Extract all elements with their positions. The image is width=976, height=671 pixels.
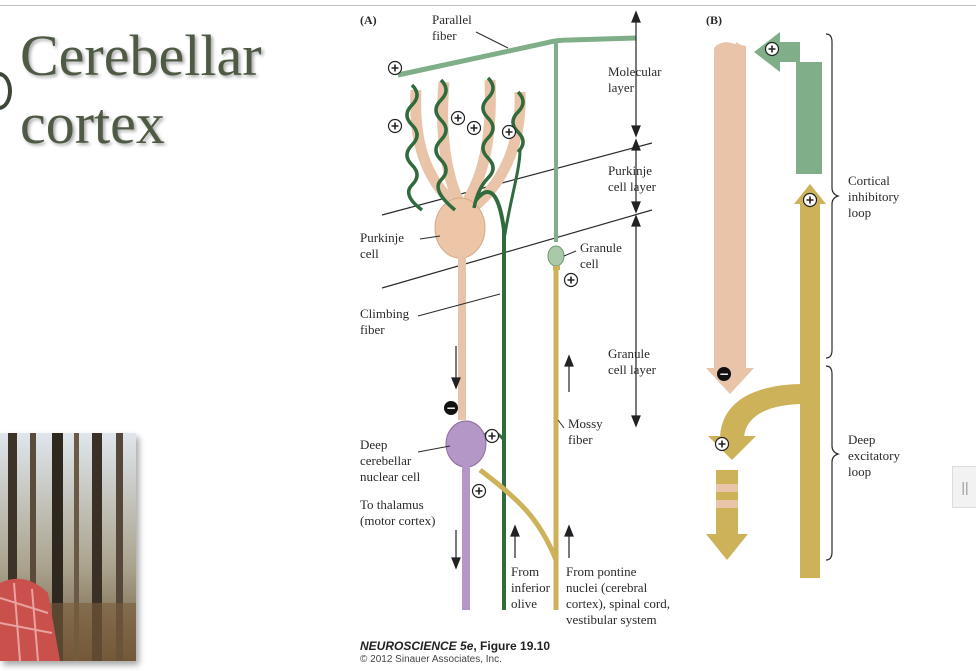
label-pontine-3: cortex), spinal cord, <box>566 596 670 611</box>
presenter-video[interactable] <box>0 433 136 661</box>
presenter-video-frame <box>0 433 136 661</box>
inhibitory-sign: − <box>446 401 456 415</box>
flow-arrows <box>451 10 641 570</box>
label-parallel-fiber-2: fiber <box>432 28 457 43</box>
label-deep-loop-1: Deep <box>848 432 875 447</box>
slide-title: Cerebellar cortex <box>20 22 262 158</box>
caption-book: NEUROSCIENCE 5e <box>360 639 474 653</box>
label-pontine-2: nuclei (cerebral <box>566 580 648 595</box>
label-thalamus-2: (motor cortex) <box>360 513 435 528</box>
panel-a-label: (A) <box>360 13 377 27</box>
top-divider <box>0 5 976 6</box>
label-granule-cell-1: Granule <box>580 240 622 255</box>
label-climbing-fiber-2: fiber <box>360 322 385 337</box>
figure-caption: NEUROSCIENCE 5e, Figure 19.10 © 2012 Sin… <box>360 639 550 667</box>
slide-title-line-2: cortex <box>20 91 165 156</box>
leader-lines <box>417 31 577 453</box>
label-mossy-fiber-1: Mossy <box>568 416 603 431</box>
label-granule-cell-2: cell <box>580 256 599 271</box>
caption-title: NEUROSCIENCE 5e, Figure 19.10 <box>360 639 550 653</box>
panel-b-inhibitory-sign: − <box>719 367 729 381</box>
deep-nuclear-cell <box>445 420 487 610</box>
deep-excitatory-loop <box>706 384 804 560</box>
label-inferior-olive-3: olive <box>511 596 537 611</box>
label-inferior-olive-1: From <box>511 564 539 579</box>
panel-b-label: (B) <box>706 13 722 27</box>
label-deep-nuclear-2: cerebellar <box>360 453 412 468</box>
label-granule-layer-1: Granule <box>608 346 650 361</box>
label-purkinje-layer-1: Purkinje <box>608 163 652 178</box>
label-deep-nuclear-1: Deep <box>360 437 387 452</box>
label-molecular-layer-2: layer <box>608 80 635 95</box>
label-purkinje-layer-2: cell layer <box>608 179 657 194</box>
label-mossy-fiber-2: fiber <box>568 432 593 447</box>
label-granule-layer-2: cell layer <box>608 362 657 377</box>
label-pontine-4: vestibular system <box>566 612 657 627</box>
label-deep-nuclear-3: nuclear cell <box>360 469 421 484</box>
synapse-signs: − <box>387 60 579 499</box>
caption-copyright: © 2012 Sinauer Associates, Inc. <box>360 654 502 665</box>
label-purkinje-cell-1: Purkinje <box>360 230 404 245</box>
label-pontine-1: From pontine <box>566 564 637 579</box>
label-deep-loop-2: excitatory <box>848 448 900 463</box>
slide-title-line-1: Cerebellar <box>20 23 262 88</box>
label-inferior-olive-2: inferior <box>511 580 551 595</box>
caption-figure: , Figure 19.10 <box>473 639 551 653</box>
label-deep-loop-3: loop <box>848 464 871 479</box>
panel-a-labels: Parallel fiber Molecular layer Purkinje … <box>360 12 670 627</box>
side-panel-handle[interactable]: || <box>952 466 976 508</box>
loop-brackets <box>825 33 840 561</box>
label-thalamus-1: To thalamus <box>360 497 424 512</box>
label-purkinje-cell-2: cell <box>360 246 379 261</box>
climbing-fiber <box>405 76 525 610</box>
label-cortical-loop-3: loop <box>848 205 871 220</box>
label-parallel-fiber-1: Parallel <box>432 12 472 27</box>
label-climbing-fiber-1: Climbing <box>360 306 410 321</box>
panel-b-labels: Cortical inhibitory loop Deep excitatory… <box>848 173 900 479</box>
handle-grip-icon: || <box>961 479 969 495</box>
label-cortical-loop-1: Cortical <box>848 173 890 188</box>
mossy-fiber <box>478 266 560 610</box>
label-cortical-loop-2: inhibitory <box>848 189 900 204</box>
label-molecular-layer-1: Molecular <box>608 64 662 79</box>
layer-divider-lower <box>381 209 653 289</box>
panel-b-signs: − <box>714 41 818 452</box>
